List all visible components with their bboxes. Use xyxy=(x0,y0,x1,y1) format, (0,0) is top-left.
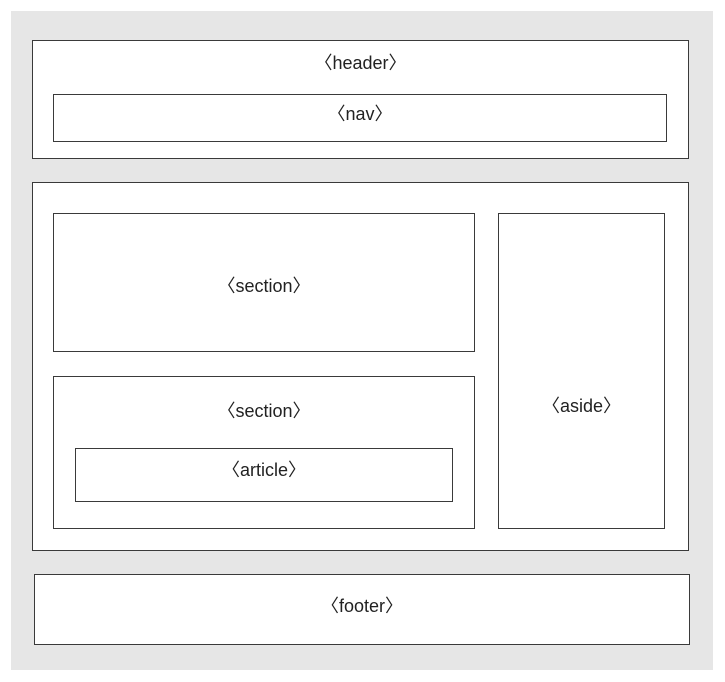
main-box: 〈section〉 〈section〉 〈article〉 〈aside〉 xyxy=(32,182,689,551)
aside-label: 〈aside〉 xyxy=(541,396,622,416)
article-box: 〈article〉 xyxy=(75,448,453,502)
nav-box: 〈nav〉 xyxy=(53,94,667,142)
footer-box: 〈footer〉 xyxy=(34,574,690,645)
header-box: 〈header〉 〈nav〉 xyxy=(32,40,689,159)
section-bottom-label: 〈section〉 xyxy=(217,401,311,421)
article-label: 〈article〉 xyxy=(221,460,306,480)
aside-box: 〈aside〉 xyxy=(498,213,665,529)
header-label: 〈header〉 xyxy=(314,53,407,73)
section-top-box: 〈section〉 xyxy=(53,213,475,352)
section-top-label: 〈section〉 xyxy=(217,276,311,296)
footer-label: 〈footer〉 xyxy=(320,596,404,616)
section-bottom-box: 〈section〉 〈article〉 xyxy=(53,376,475,529)
nav-label: 〈nav〉 xyxy=(327,104,393,124)
